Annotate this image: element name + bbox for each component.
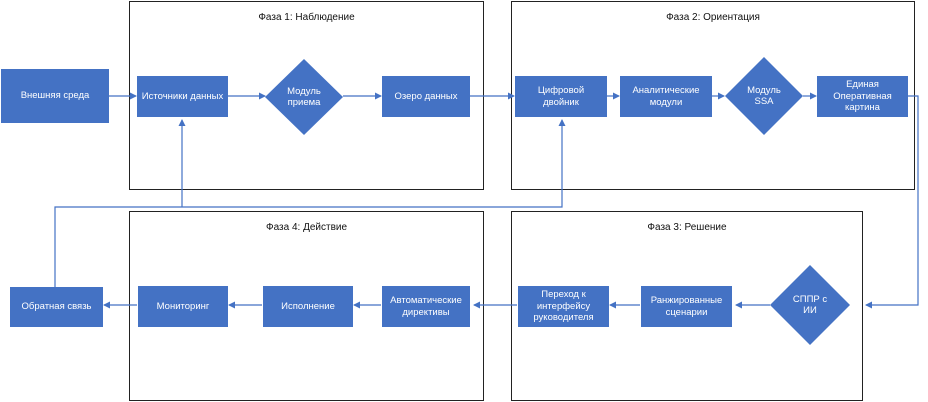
node-data-lake: Озеро данных — [382, 76, 470, 117]
phase-4-title: Фаза 4: Действие — [265, 222, 348, 233]
phase-1-title: Фаза 1: Наблюдение — [258, 12, 355, 23]
node-common-operational-picture: Единая Оперативная картина — [817, 76, 908, 117]
node-execution: Исполнение — [263, 286, 353, 327]
intake-module-label: Модуль приема — [287, 85, 321, 108]
phase-2-title: Фаза 2: Ориентация — [666, 12, 760, 23]
node-leader-interface: Переход к интерфейсу руководителя — [518, 286, 609, 327]
node-data-sources: Источники данных — [137, 76, 228, 117]
node-external-environment: Внешняя среда — [1, 69, 109, 123]
ssa-module-label: Модуль SSA — [747, 84, 781, 107]
node-analytics-modules: Аналитические модули — [620, 76, 712, 117]
node-feedback: Обратная связь — [10, 287, 103, 327]
dss-ai-label: СППР с ИИ — [792, 293, 828, 316]
node-digital-twin: Цифровой двойник — [515, 76, 607, 117]
node-intake-module: Модуль приема — [265, 59, 343, 135]
node-dss-ai: СППР с ИИ — [770, 265, 850, 345]
phase-3-title: Фаза 3: Решение — [647, 222, 727, 233]
node-monitoring: Мониторинг — [138, 286, 228, 327]
node-automatic-directives: Автоматические директивы — [382, 286, 470, 327]
node-ssa-module: Модуль SSA — [725, 57, 803, 135]
node-ranked-scenarios: Ранжированные сценарии — [641, 286, 732, 327]
